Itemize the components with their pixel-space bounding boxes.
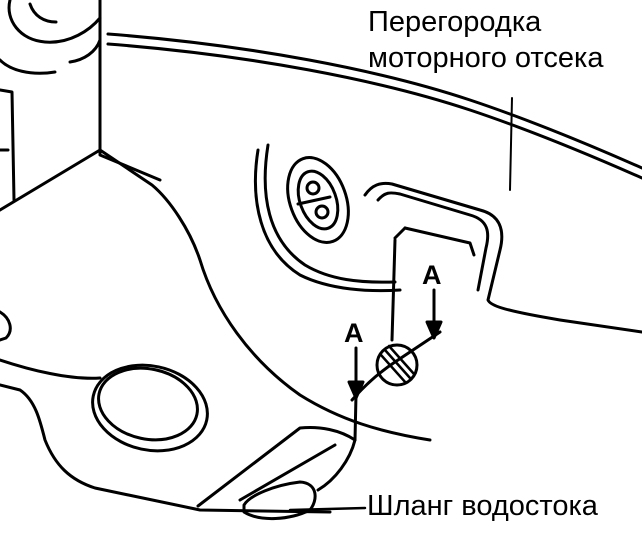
view-arrow-right [425, 288, 443, 340]
raised-bracket [363, 181, 642, 342]
drain-hose-label: Шланг водостока [367, 490, 598, 522]
side-recess [253, 143, 402, 293]
view-arrow-left [347, 346, 365, 400]
view-a-label-left: A [344, 318, 364, 348]
edge-hole [0, 310, 12, 342]
top-left-cylinder [0, 0, 102, 202]
firewall-label-line-1: Перегородка [368, 6, 542, 38]
firewall-label-line-2: моторного отсека [368, 42, 604, 74]
view-a-label-right: A [422, 260, 442, 290]
grommet [286, 156, 350, 244]
firewall-edge [106, 32, 642, 191]
oval-hole [91, 363, 209, 453]
body-panel [0, 38, 432, 514]
